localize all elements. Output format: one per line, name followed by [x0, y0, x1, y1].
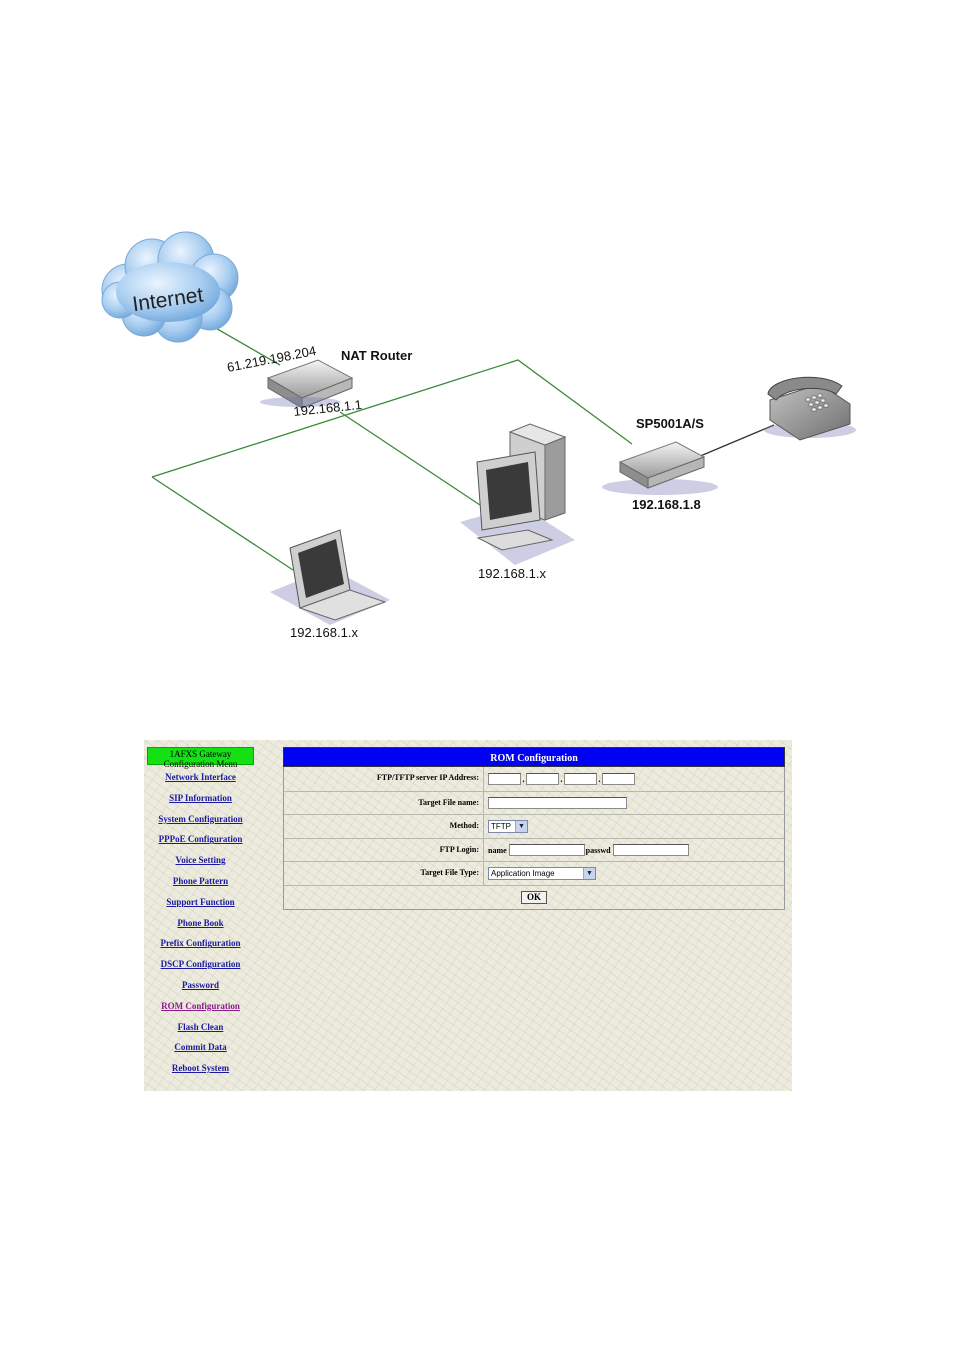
menu-item-rom-configuration[interactable]: ROM Configuration	[161, 1000, 240, 1011]
method-selected-value: TFTP	[491, 821, 511, 831]
network-diagram: Internet 61.219.198.204 NAT Router 192.1…	[101, 231, 856, 640]
method-select[interactable]: TFTP ▼	[488, 819, 528, 833]
menu-item-dscp-configuration[interactable]: DSCP Configuration	[160, 959, 241, 970]
panel-title: ROM Configuration	[283, 747, 785, 767]
gateway-device-icon	[602, 441, 718, 495]
menu-item-support-function[interactable]: Support Function	[166, 896, 235, 907]
method-label: Method:	[284, 815, 484, 838]
menu-item-prefix-configuration[interactable]: Prefix Configuration	[160, 938, 241, 949]
rom-configuration-form: FTP/TFTP server IP Address: . . . Target…	[283, 767, 785, 910]
phone-cable	[697, 424, 775, 458]
ftp-name-label: name	[488, 845, 507, 855]
rom-configuration-panel: ROM Configuration FTP/TFTP server IP Add…	[283, 747, 785, 910]
ftp-passwd-label: passwd	[585, 845, 611, 855]
file-type-select[interactable]: Application Image ▼	[488, 867, 596, 881]
telephone-icon	[764, 376, 856, 441]
method-row: Method: TFTP ▼	[284, 814, 784, 838]
gateway-ip-label: 192.168.1.8	[632, 497, 701, 512]
server-ip-octet-1[interactable]	[488, 772, 521, 785]
file-type-row: Target File Type: Application Image ▼	[284, 861, 784, 885]
menu-item-network-interface[interactable]: Network Interface	[165, 772, 236, 782]
chevron-down-icon: ▼	[515, 820, 527, 832]
server-ip-row: FTP/TFTP server IP Address: . . .	[284, 767, 784, 791]
file-type-selected-value: Application Image	[491, 869, 555, 879]
ftp-login-label: FTP Login:	[284, 838, 484, 862]
chevron-down-icon: ▼	[583, 868, 595, 880]
target-file-row: Target File name:	[284, 790, 784, 815]
menu-item-phone-pattern[interactable]: Phone Pattern	[172, 875, 229, 886]
target-file-label: Target File name:	[284, 791, 484, 815]
network-links	[151, 321, 633, 571]
server-ip-octet-4[interactable]	[602, 772, 635, 785]
configuration-menu: 1AFXS Gateway Configuration Menu Network…	[147, 747, 254, 1079]
menu-item-reboot-system[interactable]: Reboot System	[171, 1063, 230, 1074]
router-label: NAT Router	[341, 348, 412, 363]
router-lan-ip-label: 192.168.1.1	[293, 397, 363, 419]
menu-item-system-configuration[interactable]: System Configuration	[158, 813, 243, 824]
desktop-ip-label: 192.168.1.x	[478, 566, 546, 581]
menu-header: 1AFXS Gateway Configuration Menu	[147, 747, 254, 769]
ftp-login-row: FTP Login: name passwd	[284, 837, 784, 862]
desktop-computer-icon	[460, 423, 575, 565]
menu-item-sip-information[interactable]: SIP Information	[169, 792, 232, 803]
menu-item-phone-book[interactable]: Phone Book	[177, 917, 224, 928]
menu-item-pppoe-configuration[interactable]: PPPoE Configuration	[158, 834, 243, 845]
server-ip-octet-2[interactable]	[526, 772, 559, 785]
server-ip-label: FTP/TFTP server IP Address:	[284, 767, 484, 791]
gateway-label: SP5001A/S	[636, 416, 704, 431]
menu-item-flash-clean[interactable]: Flash Clean	[177, 1021, 224, 1032]
ftp-passwd-input[interactable]	[612, 844, 689, 857]
target-file-input[interactable]	[488, 796, 627, 809]
ok-button[interactable]: OK	[520, 890, 547, 904]
menu-item-password[interactable]: Password	[181, 979, 219, 990]
menu-item-voice-setting[interactable]: Voice Setting	[175, 855, 226, 866]
internet-cloud-icon	[101, 231, 239, 343]
laptop-ip-label: 192.168.1.x	[290, 625, 358, 640]
menu-item-commit-data[interactable]: Commit Data	[174, 1042, 227, 1053]
ftp-name-input[interactable]	[508, 844, 585, 857]
menu-list: Network Interface SIP Information System…	[147, 767, 254, 1079]
gateway-web-ui: 1AFXS Gateway Configuration Menu Network…	[144, 740, 792, 1091]
server-ip-octet-3[interactable]	[564, 772, 597, 785]
laptop-computer-icon	[270, 529, 390, 625]
file-type-label: Target File Type:	[284, 862, 484, 885]
router-icon	[260, 359, 354, 409]
ok-row: OK	[284, 884, 784, 909]
